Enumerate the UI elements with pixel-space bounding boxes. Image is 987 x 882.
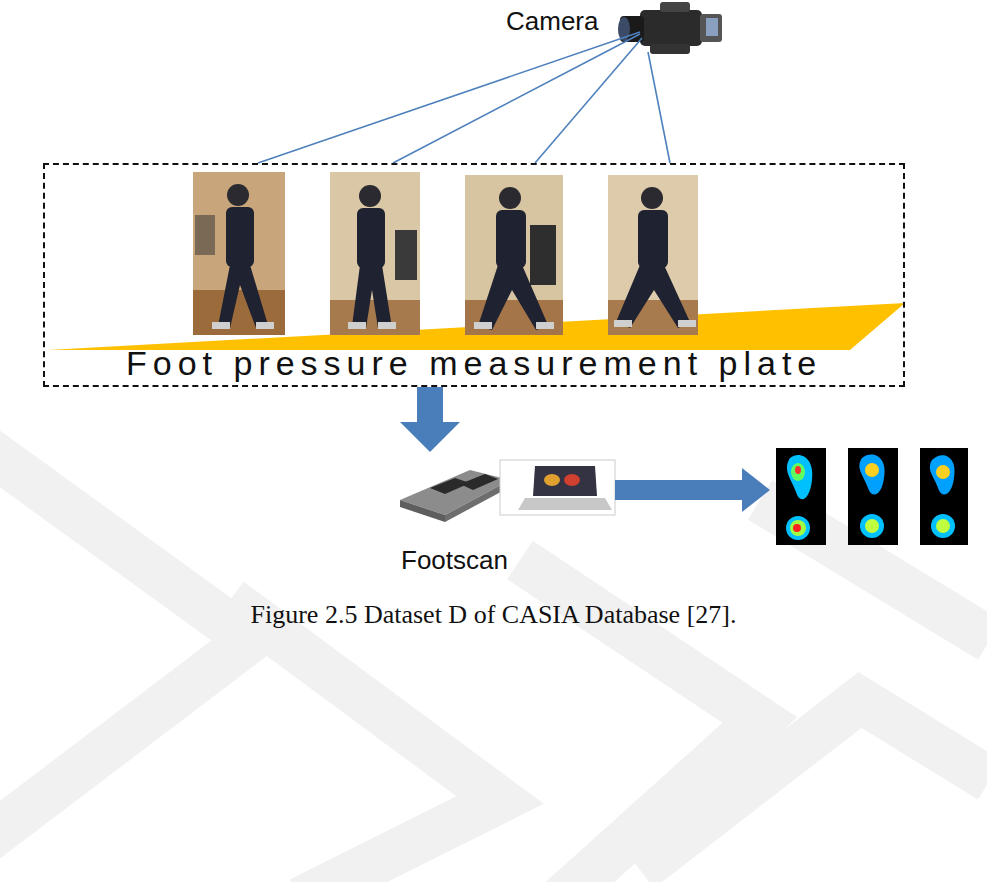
pressure-image	[776, 448, 826, 545]
camera-icon	[618, 2, 722, 54]
flow-arrow	[615, 468, 770, 512]
watermark-chevrons	[0, 430, 987, 882]
node-text: Foot pressure measurement plate	[126, 344, 822, 383]
footscan-device	[400, 460, 615, 522]
walking-photo	[330, 172, 420, 335]
device-label: Camera	[506, 6, 598, 37]
sight-lines	[258, 32, 670, 163]
node-text: Footscan	[401, 545, 508, 576]
walking-photo	[193, 172, 285, 335]
device-node: Footscan	[395, 452, 625, 580]
pressure-image	[848, 448, 898, 545]
walking-photo	[465, 175, 563, 335]
dashed-frame: Foot pressure measurement plate	[43, 163, 905, 387]
walking-photo	[608, 175, 698, 335]
pressure-image	[920, 448, 968, 545]
flow-arrow	[400, 387, 460, 452]
figure-caption: Figure 2.5 Dataset D of CASIA Database […	[0, 600, 987, 630]
